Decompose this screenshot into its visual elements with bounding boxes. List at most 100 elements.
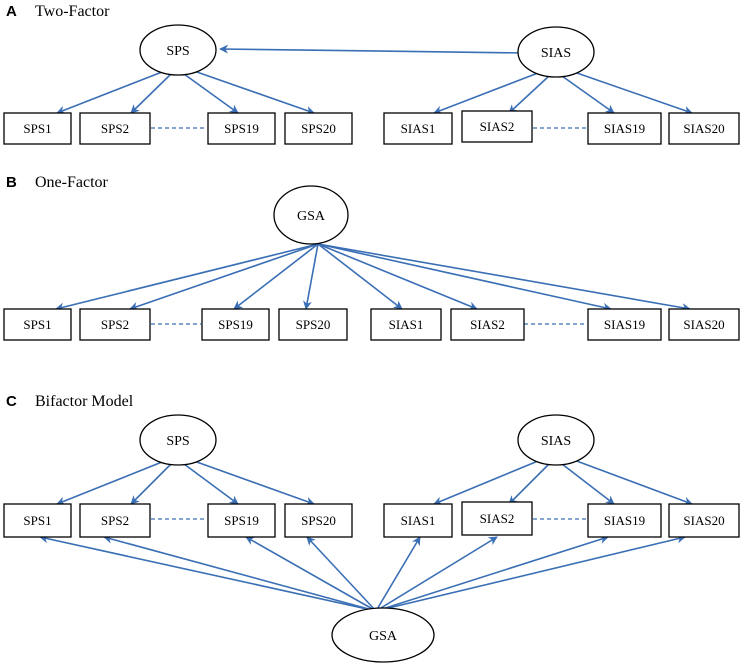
indicator-label: SPS1 bbox=[23, 317, 51, 332]
indicator-label: SPS20 bbox=[296, 317, 331, 332]
indicator-label: SIAS2 bbox=[480, 119, 515, 134]
indicator-label: SIAS19 bbox=[604, 317, 645, 332]
sias-to-sias19-arrow bbox=[561, 463, 615, 505]
indicator-box bbox=[587, 308, 662, 341]
gsa-to-sps2-arrow bbox=[103, 534, 377, 612]
indicator-label: SPS2 bbox=[101, 317, 129, 332]
panel-a: A Two-Factor SPS SIAS SPS1 SPS2 SPS19 SP… bbox=[3, 3, 740, 145]
sps-factor-ellipse bbox=[139, 24, 217, 76]
sps-to-sps1-arrow bbox=[56, 71, 163, 115]
sps-factor-ellipse bbox=[139, 414, 217, 466]
sias-to-sias1-arrow bbox=[433, 72, 539, 115]
sias-factor-label: SIAS bbox=[541, 434, 571, 449]
sps-factor-label: SPS bbox=[166, 44, 189, 59]
indicator-box bbox=[3, 503, 72, 538]
indicator-label: SIAS20 bbox=[683, 513, 724, 528]
indicator-label: SPS1 bbox=[23, 121, 51, 136]
sps-to-sps19-arrow bbox=[183, 73, 239, 114]
gsa-to-sias1-arrow bbox=[375, 536, 421, 612]
gsa-to-sps2-arrow bbox=[129, 243, 319, 311]
panel-c-letter: C bbox=[6, 393, 17, 410]
indicator-label: SIAS19 bbox=[604, 121, 645, 136]
gsa-to-sias2-arrow bbox=[375, 536, 498, 612]
sias-to-sias19-arrow bbox=[561, 75, 615, 114]
indicator-label: SPS2 bbox=[101, 513, 129, 528]
indicator-box bbox=[3, 308, 72, 341]
indicator-box bbox=[278, 308, 348, 341]
gsa-factor-label: GSA bbox=[369, 629, 398, 644]
sps-to-sps1-arrow bbox=[56, 461, 163, 506]
indicator-box bbox=[207, 503, 276, 538]
panel-c: C Bifactor Model SPS SIAS GSA SPS1 S bbox=[3, 393, 740, 663]
indicator-box bbox=[668, 503, 740, 538]
indicator-box bbox=[668, 112, 740, 145]
panel-c-title: Bifactor Model bbox=[35, 393, 134, 410]
sps-to-sps20-arrow bbox=[193, 460, 315, 506]
gsa-to-sias1-arrow bbox=[317, 243, 403, 310]
gsa-to-sps19-arrow bbox=[233, 243, 319, 310]
indicator-label: SIAS19 bbox=[604, 513, 645, 528]
sias-to-sias20-arrow bbox=[573, 459, 693, 506]
gsa-to-sias2-arrow bbox=[317, 243, 478, 311]
indicator-label: SPS19 bbox=[224, 121, 259, 136]
sias-to-sias20-arrow bbox=[573, 71, 693, 115]
sias-factor-ellipse bbox=[517, 414, 595, 466]
sps-to-sps19-arrow bbox=[183, 463, 239, 505]
indicator-label: SIAS20 bbox=[683, 121, 724, 136]
indicator-label: SPS19 bbox=[224, 513, 259, 528]
sias-factor-ellipse bbox=[517, 26, 595, 78]
gsa-to-sps20-arrow bbox=[303, 243, 319, 310]
sps-to-sps2-arrow bbox=[130, 73, 172, 114]
gsa-factor-ellipse bbox=[273, 185, 349, 245]
indicator-box bbox=[207, 112, 276, 145]
indicator-box bbox=[587, 112, 662, 145]
sias-to-sias2-arrow bbox=[508, 75, 550, 114]
indicator-box bbox=[284, 503, 353, 538]
gsa-to-sias20-arrow bbox=[375, 534, 686, 612]
sias-factor-label: SIAS bbox=[541, 46, 571, 61]
indicator-label: SIAS1 bbox=[401, 513, 436, 528]
indicator-box bbox=[668, 308, 740, 341]
indicator-label: SIAS2 bbox=[480, 511, 515, 526]
indicator-label: SPS2 bbox=[101, 121, 129, 136]
panel-a-title: Two-Factor bbox=[35, 3, 110, 20]
gsa-to-sps19-arrow bbox=[245, 536, 377, 612]
indicator-box bbox=[370, 308, 442, 341]
indicator-box bbox=[461, 501, 533, 536]
indicator-box bbox=[587, 503, 662, 538]
gsa-to-sps1-arrow bbox=[39, 534, 377, 612]
sps-to-sps20-arrow bbox=[193, 70, 315, 115]
indicator-box bbox=[450, 308, 525, 341]
panel-b: B One-Factor GSA SPS1 SPS2 SPS19 SPS20 S… bbox=[3, 174, 740, 341]
indicator-box bbox=[383, 503, 453, 538]
indicator-label: SPS20 bbox=[301, 513, 336, 528]
indicator-box bbox=[79, 308, 151, 341]
indicator-box bbox=[3, 112, 72, 145]
gsa-to-sias19-arrow bbox=[375, 535, 609, 612]
panel-a-letter: A bbox=[6, 3, 17, 20]
sps-to-sps2-arrow bbox=[130, 463, 172, 505]
indicator-label: SIAS20 bbox=[683, 317, 724, 332]
indicator-box bbox=[79, 503, 151, 538]
gsa-to-sias19-arrow bbox=[317, 243, 612, 312]
sps-factor-label: SPS bbox=[166, 434, 189, 449]
indicator-label: SIAS1 bbox=[401, 121, 436, 136]
sias-to-sias2-arrow bbox=[508, 463, 550, 505]
panel-b-title: One-Factor bbox=[35, 174, 109, 191]
indicator-label: SPS19 bbox=[218, 317, 253, 332]
indicator-label: SIAS2 bbox=[470, 317, 505, 332]
indicator-box bbox=[79, 112, 151, 145]
indicator-box bbox=[383, 112, 453, 145]
indicator-label: SIAS1 bbox=[389, 317, 424, 332]
gsa-to-sias20-arrow bbox=[317, 243, 691, 313]
panel-b-letter: B bbox=[6, 174, 17, 191]
indicator-label: SPS1 bbox=[23, 513, 51, 528]
sps-sias-covariance-arrow bbox=[219, 44, 528, 58]
gsa-factor-ellipse bbox=[331, 607, 435, 663]
indicator-box bbox=[461, 110, 533, 143]
gsa-to-sps1-arrow bbox=[55, 243, 319, 312]
gsa-factor-label: GSA bbox=[297, 209, 326, 224]
gsa-to-sps20-arrow bbox=[306, 536, 377, 612]
sias-to-sias1-arrow bbox=[433, 460, 539, 506]
indicator-label: SPS20 bbox=[301, 121, 336, 136]
